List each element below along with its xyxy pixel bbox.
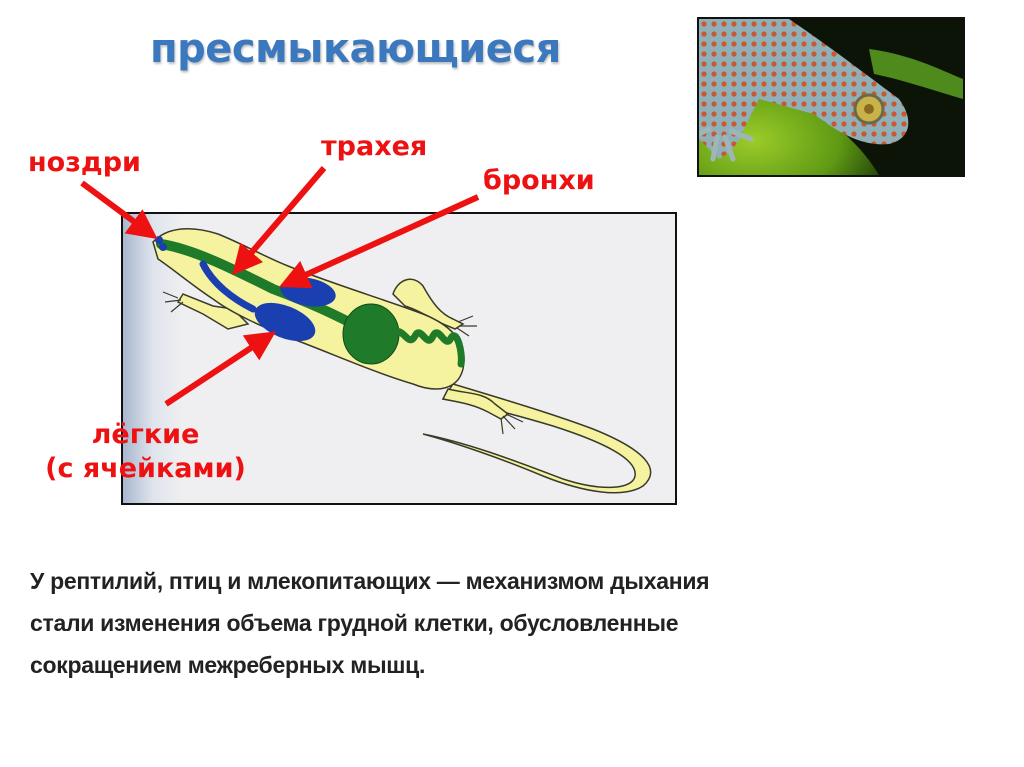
- label-trachea: трахея: [321, 131, 428, 162]
- label-lungs-line2: (с ячейками): [45, 452, 246, 484]
- gecko-image: [699, 19, 963, 175]
- label-bronchi: бронхи: [483, 165, 595, 196]
- label-lungs: лёгкие (с ячейками): [28, 418, 263, 486]
- paragraph-line-1: У рептилий, птиц и млекопитающих — механ…: [30, 568, 710, 594]
- paragraph-line-3: сокращением межреберных мышц.: [30, 652, 426, 678]
- label-nostrils: ноздри: [28, 147, 141, 178]
- paragraph-line-2: стали изменения объема грудной клетки, о…: [30, 610, 679, 636]
- explanation-paragraph: У рептилий, птиц и млекопитающих — механ…: [30, 560, 990, 686]
- lizard-anatomy-illustration: [152, 228, 652, 494]
- label-lungs-line1: лёгкие: [91, 419, 200, 450]
- gecko-photo: [697, 17, 965, 177]
- slide-title: пресмыкающиеся: [150, 26, 561, 72]
